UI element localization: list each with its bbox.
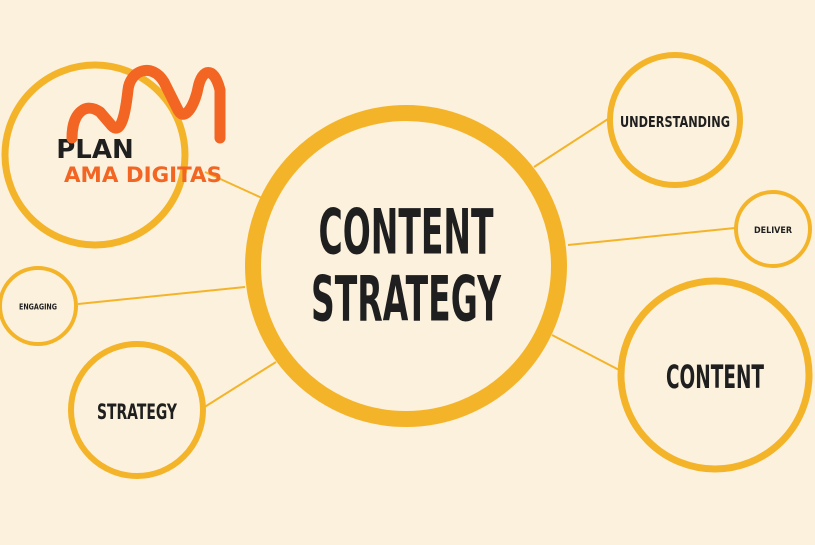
node-understanding-circle [607, 52, 743, 188]
watermark-logo: AMA DIGITAS [64, 65, 226, 187]
node-engaging-circle [0, 266, 78, 346]
watermark-logo-mark [66, 65, 226, 144]
connector-understanding [533, 118, 609, 168]
connector-content [551, 334, 624, 373]
connector-plan [204, 171, 263, 199]
node-plan-circle [1, 61, 189, 249]
watermark-logo-text: AMA DIGITAS [64, 163, 222, 187]
node-content-label: CONTENT [666, 358, 764, 396]
node-content-circle [617, 277, 813, 473]
connector-engaging [77, 286, 246, 305]
node-deliver-circle [734, 190, 812, 268]
connector-deliver [567, 227, 736, 246]
node-strategy-circle [68, 341, 206, 479]
node-understanding-label: UNDERSTANDING [620, 113, 730, 131]
node-deliver-label: DELIVER [754, 226, 792, 236]
connector-strategy [202, 361, 277, 409]
center-title-line2: STRATEGY [311, 263, 502, 336]
node-strategy-label: STRATEGY [97, 400, 178, 424]
center-title-line1: CONTENT [319, 196, 494, 269]
node-engaging-label: ENGAGING [19, 303, 57, 312]
center-circle [245, 105, 567, 427]
